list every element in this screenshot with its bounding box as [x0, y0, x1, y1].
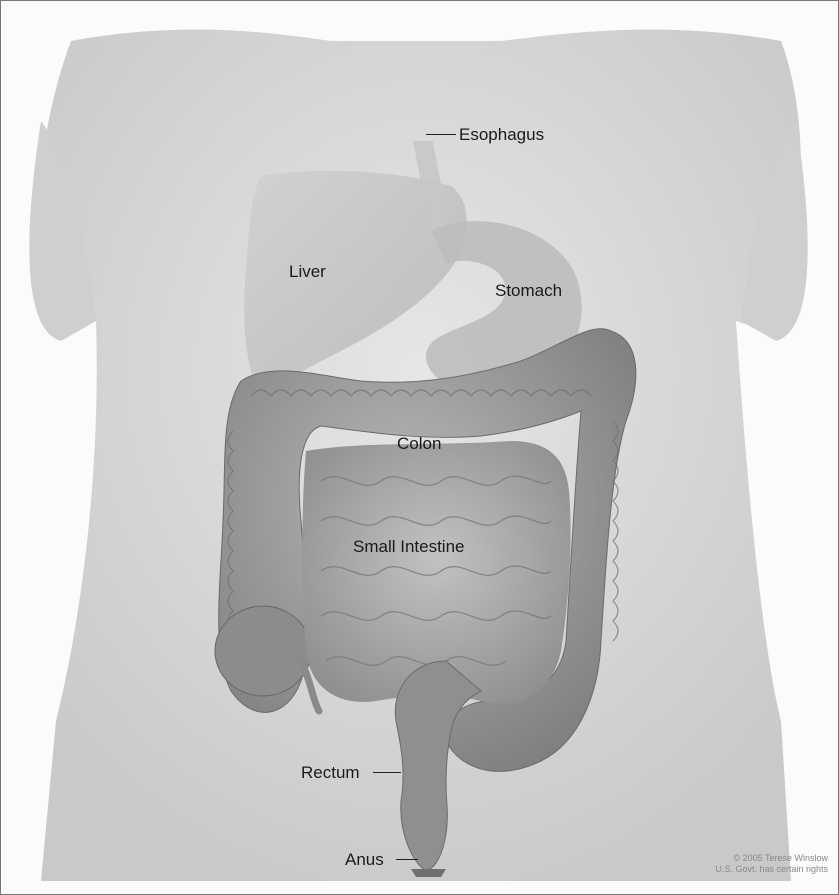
- rectum-label: Rectum: [301, 764, 360, 781]
- credit-line-1: © 2005 Terese Winslow: [715, 853, 828, 863]
- stomach-label: Stomach: [495, 282, 562, 299]
- esophagus-leader: [426, 134, 456, 135]
- anus-shape: [411, 869, 446, 877]
- colon-label: Colon: [397, 435, 441, 452]
- anus-leader: [396, 859, 418, 860]
- cecum-shape: [215, 606, 311, 696]
- credit-line-2: U.S. Govt. has certain rights: [715, 864, 828, 874]
- esophagus-label: Esophagus: [459, 126, 544, 143]
- anus-label: Anus: [345, 851, 384, 868]
- liver-label: Liver: [289, 263, 326, 280]
- copyright-credit: © 2005 Terese Winslow U.S. Govt. has cer…: [715, 853, 828, 874]
- small-intestine-label: Small Intestine: [353, 538, 465, 555]
- rectum-leader: [373, 772, 401, 773]
